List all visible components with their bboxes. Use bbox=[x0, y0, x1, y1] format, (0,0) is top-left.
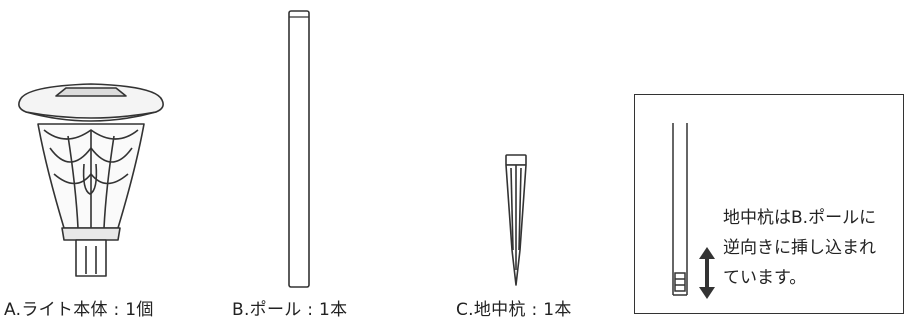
solar-light-head-icon bbox=[18, 83, 164, 277]
stake-illustration bbox=[496, 150, 536, 290]
pole-illustration bbox=[284, 8, 314, 290]
part-a-label: A.ライト本体 : 1個 bbox=[4, 300, 154, 320]
part-c-label: C.地中杭 : 1本 bbox=[456, 300, 572, 320]
light-body-illustration bbox=[6, 78, 176, 283]
pole-icon bbox=[288, 10, 310, 288]
note-line-1: 地中杭はB.ポールに bbox=[723, 208, 877, 228]
note-box: 地中杭はB.ポールに 逆向きに挿し込まれ ています。 bbox=[634, 94, 904, 314]
note-text: 地中杭はB.ポールに 逆向きに挿し込まれ ています。 bbox=[723, 203, 876, 293]
ground-stake-icon bbox=[505, 154, 527, 286]
pole-with-stake-icon bbox=[672, 123, 688, 296]
note-line-2: 逆向きに挿し込まれ bbox=[723, 238, 876, 258]
note-line-3: ています。 bbox=[723, 268, 807, 288]
part-b-label: B.ポール : 1本 bbox=[232, 300, 348, 320]
double-arrow-icon bbox=[699, 247, 715, 299]
